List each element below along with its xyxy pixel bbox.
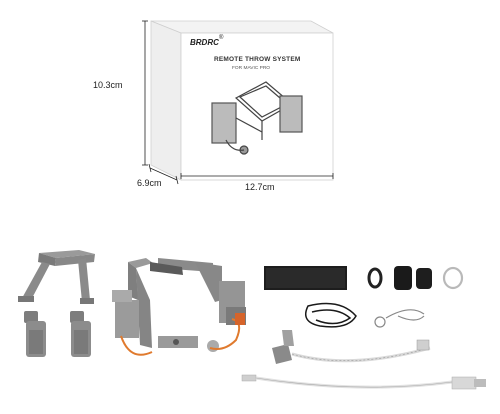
- box-title: REMOTE THROW SYSTEM: [214, 56, 301, 63]
- leg-extension-right: [70, 311, 91, 357]
- height-label: 10.3cm: [93, 80, 123, 90]
- landing-gear-bracket: [18, 250, 95, 304]
- box-brand-mark: ®: [219, 35, 224, 41]
- box-brand: BRDRC: [190, 38, 219, 47]
- box-product-drawing: [211, 81, 303, 155]
- throw-mechanism: [112, 258, 246, 356]
- box-subtitle: FOR MAVIC PRO: [232, 66, 271, 71]
- trigger-cable: [272, 330, 431, 364]
- package-box: [150, 20, 334, 181]
- rubber-rings: [367, 266, 464, 290]
- carabiner: [374, 309, 425, 328]
- dimension-lines: [142, 20, 334, 185]
- depth-label: 6.9cm: [137, 178, 162, 188]
- leg-extension-left: [24, 311, 46, 357]
- string-loop: [305, 302, 357, 328]
- width-label: 12.7cm: [245, 182, 275, 192]
- usb-cable: [241, 374, 486, 390]
- velcro-strap: [264, 266, 347, 290]
